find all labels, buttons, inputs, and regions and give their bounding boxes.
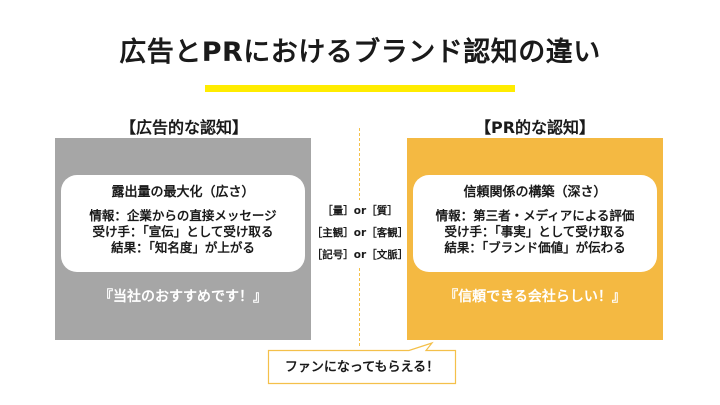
callout-text: ファンになってもらえる！: [284, 360, 440, 375]
advertising-result-line: 結果：「知名度」が上がる: [111, 240, 255, 255]
pr-result-line: 結果：「ブランド価値」が伝わる: [444, 240, 626, 255]
advertising-receiver-line: 受け手：「宣伝」として受け取る: [92, 224, 274, 239]
comparison-list: ［量］or［質］ ［主観］or［客観］ ［記号］or［文脈］: [311, 200, 409, 266]
advertising-info-line: 情報：企業からの直接メッセージ: [89, 208, 277, 223]
speech-bubble: [267, 341, 457, 385]
advertising-card-title: 露出量の最大化（広さ）: [111, 185, 255, 200]
advertising-panel: 露出量の最大化（広さ） 情報：企業からの直接メッセージ 受け手：「宣伝」として受…: [55, 138, 311, 340]
title-underline: [205, 85, 515, 92]
pr-panel: 信頼関係の構築（深さ） 情報：第三者・メディアによる評価 受け手：「事実」として…: [407, 138, 663, 340]
pr-quote: 『信頼できる会社らしい！』: [444, 289, 626, 305]
pr-card-title: 信頼関係の構築（深さ）: [463, 185, 607, 200]
diagram-title: 広告とPRにおけるブランド認知の違い: [119, 37, 601, 68]
advertising-card: 露出量の最大化（広さ） 情報：企業からの直接メッセージ 受け手：「宣伝」として受…: [61, 175, 305, 272]
comparison-subjective-objective: ［主観］or［客観］: [311, 227, 409, 239]
advertising-heading: 【広告的な認知】: [119, 118, 248, 137]
pr-card: 信頼関係の構築（深さ） 情報：第三者・メディアによる評価 受け手：「事実」として…: [413, 175, 657, 272]
pr-heading: 【PR的な認知】: [474, 118, 596, 137]
speech-bubble-outline: [267, 341, 457, 385]
comparison-quantity-quality: ［量］or［質］: [322, 205, 398, 217]
pr-info-line: 情報：第三者・メディアによる評価: [435, 208, 635, 223]
pr-receiver-line: 受け手：「事実」として受け取る: [444, 224, 626, 239]
advertising-quote: 『当社のおすすめです！』: [99, 289, 267, 305]
comparison-symbol-context: ［記号］or［文脈］: [311, 249, 409, 261]
